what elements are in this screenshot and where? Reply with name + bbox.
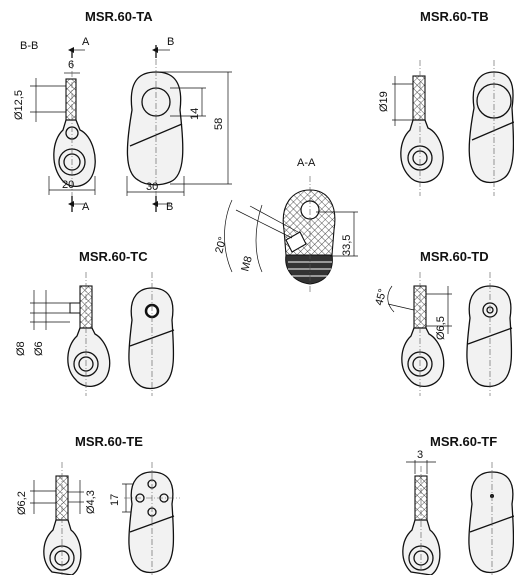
dim-d6-2: Ø6,2 xyxy=(16,491,28,515)
tf-front-body xyxy=(468,471,514,574)
dim-45deg: 45° xyxy=(373,288,389,307)
ta-front-contour-line xyxy=(129,123,183,147)
tf-front-contour-line xyxy=(469,515,514,533)
cut-label-a-bottom: A xyxy=(82,201,90,213)
dim-d4-3: Ø4,3 xyxy=(85,490,97,514)
tc-side-insert xyxy=(69,302,81,314)
aa-axis-line-2 xyxy=(249,205,299,233)
tb-front-contour-line xyxy=(471,121,514,141)
cut-arrowhead-b-top xyxy=(152,47,158,53)
td-chamfer-line xyxy=(387,303,415,311)
dim-33-5: 33,5 xyxy=(341,235,353,256)
dim-3: 3 xyxy=(417,449,423,461)
dim-6: 6 xyxy=(68,59,74,71)
aa-angle-arc xyxy=(224,199,233,273)
title-tb: MSR.60-TB xyxy=(420,9,489,24)
tb-side-knurl xyxy=(412,75,426,123)
view-tb: MSR.60-TB Ø19 xyxy=(378,9,514,196)
dim-d12-5: Ø12,5 xyxy=(13,90,25,120)
aa-thread-insert xyxy=(285,231,307,253)
view-ta: MSR.60-TA B-B A 6 Ø12,5 20 A xyxy=(13,9,232,213)
tb-front-body xyxy=(468,71,514,184)
ta-side-knurl xyxy=(65,78,77,123)
dim-14: 14 xyxy=(189,108,201,120)
view-td: MSR.60-TD 45° Ø6,5 xyxy=(373,249,513,396)
dim-m8: M8 xyxy=(239,255,255,273)
title-te: MSR.60-TE xyxy=(75,434,143,449)
title-td: MSR.60-TD xyxy=(420,249,489,264)
view-tf: MSR.60-TF 3 xyxy=(402,434,514,575)
cut-arrowhead-b-bottom xyxy=(152,201,158,207)
ta-front-body xyxy=(126,71,184,186)
cut-arrowhead-a-bottom xyxy=(68,201,74,207)
dim-d8: Ø8 xyxy=(15,341,27,356)
title-tc: MSR.60-TC xyxy=(79,249,148,264)
title-ta: MSR.60-TA xyxy=(85,9,153,24)
cut-label-a-top: A xyxy=(82,36,90,48)
cut-label-b-bottom: B xyxy=(166,201,173,213)
view-tc: MSR.60-TC Ø8 Ø6 xyxy=(15,249,175,396)
view-aa: A-A 20° M8 33,5 xyxy=(213,157,358,292)
dim-58: 58 xyxy=(213,118,225,130)
td-angle-arc xyxy=(387,285,395,313)
dim-d6: Ø6 xyxy=(33,341,45,356)
dim-17: 17 xyxy=(109,494,121,506)
view-te: MSR.60-TE Ø6,2 Ø4,3 17 xyxy=(16,434,180,575)
title-tf: MSR.60-TF xyxy=(430,434,497,449)
aa-axis-line-1 xyxy=(235,209,293,239)
dim-d6-5: Ø6,5 xyxy=(435,316,447,340)
cut-arrowhead-a-top xyxy=(68,47,74,53)
aa-m8-arc xyxy=(255,204,263,273)
te-front-contour-line xyxy=(129,515,175,533)
dim-20deg: 20° xyxy=(213,236,229,255)
section-label-bb: B-B xyxy=(20,40,38,52)
cut-label-b-top: B xyxy=(167,36,174,48)
section-label-aa: A-A xyxy=(297,157,316,169)
dim-d19: Ø19 xyxy=(378,91,390,112)
te-front-body xyxy=(128,471,175,574)
dim-20: 20 xyxy=(62,179,74,191)
dim-30: 30 xyxy=(146,181,158,193)
